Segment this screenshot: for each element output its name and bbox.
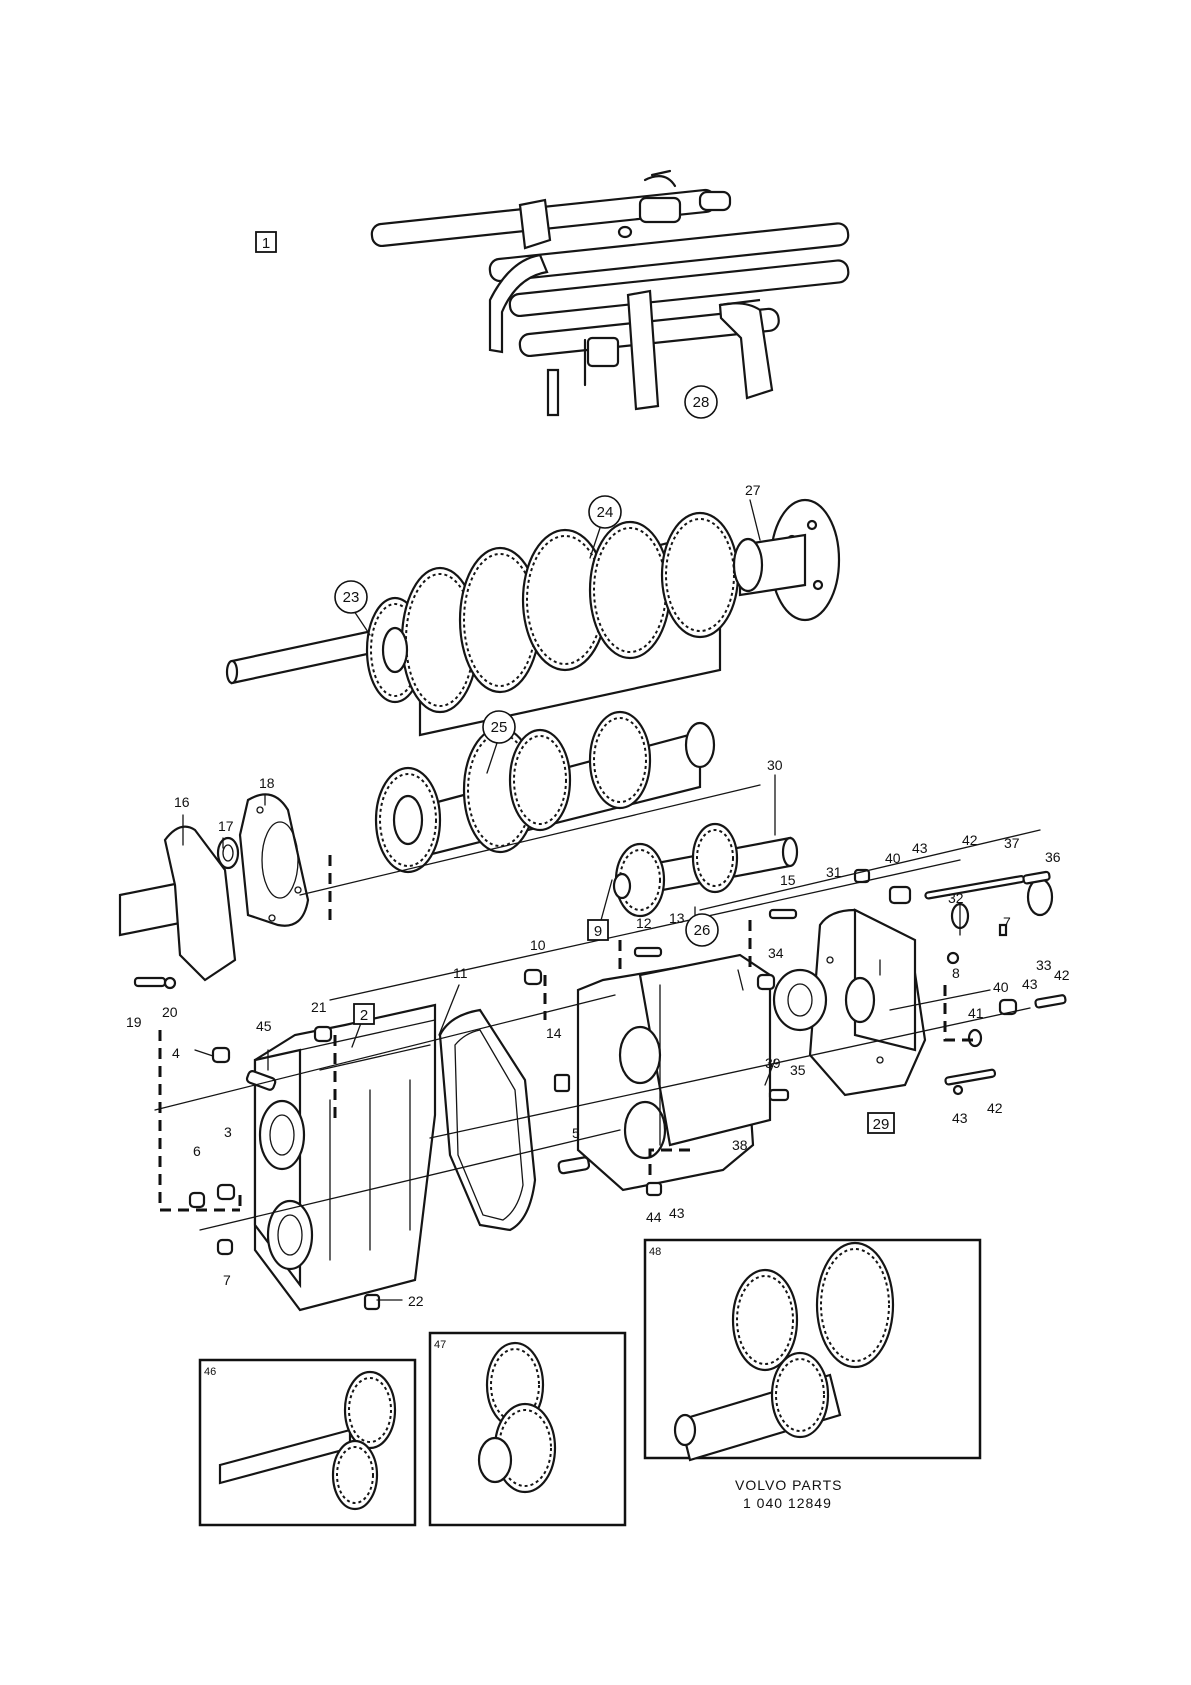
inset-46 bbox=[198, 1358, 417, 1527]
callout-circle-23: 23 bbox=[334, 580, 368, 614]
gearbox-housing-front bbox=[253, 1003, 437, 1312]
part-label: 17 bbox=[218, 818, 234, 834]
footer-code: 1 040 12849 bbox=[743, 1495, 832, 1511]
callout-circle-26: 26 bbox=[685, 913, 719, 947]
svg-text:25: 25 bbox=[491, 719, 508, 736]
part-label: 21 bbox=[311, 999, 327, 1015]
part-number-labels: 3 4 5 6 7 7 8 10 11 12 13 14 15 16 17 18… bbox=[126, 482, 1070, 1309]
part-label: 42 bbox=[962, 832, 978, 848]
front-cover-assembly bbox=[118, 793, 310, 982]
part-label: 40 bbox=[885, 850, 901, 866]
svg-text:28: 28 bbox=[693, 394, 710, 411]
part-label: 43 bbox=[912, 840, 928, 856]
part-label: 33 bbox=[1036, 957, 1052, 973]
part-label: 12 bbox=[636, 915, 652, 931]
callout-box-1: 1 bbox=[255, 231, 277, 253]
part-label: 11 bbox=[453, 965, 468, 981]
part-label: 39 bbox=[765, 1055, 781, 1071]
part-label: 38 bbox=[732, 1137, 748, 1153]
small-parts bbox=[133, 868, 1067, 1311]
part-label: 3 bbox=[224, 1124, 232, 1140]
part-label: 8 bbox=[952, 965, 960, 981]
svg-text:9: 9 bbox=[594, 923, 602, 940]
svg-text:26: 26 bbox=[694, 922, 711, 939]
part-label: 20 bbox=[162, 1004, 178, 1020]
part-label: 30 bbox=[767, 757, 783, 773]
part-label: 5 bbox=[572, 1125, 580, 1141]
part-label: 43 bbox=[669, 1205, 685, 1221]
inset-47 bbox=[428, 1331, 627, 1527]
part-label: 41 bbox=[968, 1005, 984, 1021]
part-label: 34 bbox=[768, 945, 784, 961]
callout-circle-28: 28 bbox=[684, 385, 718, 419]
part-label: 16 bbox=[174, 794, 190, 810]
gearbox-housing-rear bbox=[772, 908, 927, 1097]
dashed-reference-lines bbox=[158, 855, 975, 1212]
part-label: 10 bbox=[530, 937, 546, 953]
svg-text:24: 24 bbox=[597, 504, 614, 521]
footer-brand: VOLVO PARTS bbox=[735, 1477, 842, 1493]
callout-circle-25: 25 bbox=[482, 710, 516, 744]
part-label: 42 bbox=[987, 1100, 1003, 1116]
callout-box-2: 2 bbox=[353, 1003, 375, 1025]
main-shaft-assembly bbox=[225, 498, 841, 737]
inset-label-48: 48 bbox=[649, 1246, 661, 1258]
countershaft-assembly bbox=[374, 710, 716, 874]
part-label: 6 bbox=[193, 1143, 201, 1159]
part-label: 35 bbox=[790, 1062, 806, 1078]
part-label: 36 bbox=[1045, 849, 1061, 865]
svg-text:23: 23 bbox=[343, 589, 360, 606]
part-label: 15 bbox=[780, 872, 796, 888]
callout-circle-24: 24 bbox=[588, 495, 622, 529]
inset-label-47: 47 bbox=[434, 1339, 446, 1351]
part-label: 45 bbox=[256, 1018, 272, 1034]
part-label: 22 bbox=[408, 1293, 424, 1309]
shift-rail-assembly bbox=[370, 169, 850, 417]
part-label: 27 bbox=[745, 482, 761, 498]
svg-text:29: 29 bbox=[873, 1116, 890, 1133]
svg-text:1: 1 bbox=[262, 235, 270, 252]
part-label: 14 bbox=[546, 1025, 562, 1041]
part-label: 42 bbox=[1054, 967, 1070, 983]
callout-box-9: 9 bbox=[587, 919, 609, 941]
part-label: 40 bbox=[993, 979, 1009, 995]
part-label: 44 bbox=[646, 1209, 662, 1225]
callout-box-29: 29 bbox=[867, 1112, 895, 1134]
housing-gasket bbox=[438, 1008, 537, 1232]
intermediate-plate bbox=[576, 953, 772, 1192]
part-label: 32 bbox=[948, 890, 964, 906]
part-label: 43 bbox=[952, 1110, 968, 1126]
part-label: 19 bbox=[126, 1014, 142, 1030]
inset-label-46: 46 bbox=[204, 1366, 216, 1378]
part-label: 7 bbox=[1003, 914, 1011, 930]
part-label: 13 bbox=[669, 910, 685, 926]
part-label: 4 bbox=[172, 1045, 180, 1061]
assembly-lines bbox=[154, 784, 1041, 1231]
part-label: 31 bbox=[826, 864, 842, 880]
part-label: 37 bbox=[1004, 835, 1020, 851]
reverse-gear-assembly bbox=[612, 822, 799, 918]
part-label: 43 bbox=[1022, 976, 1038, 992]
inset-48 bbox=[643, 1238, 982, 1462]
svg-text:2: 2 bbox=[360, 1007, 368, 1024]
part-label: 18 bbox=[259, 775, 275, 791]
part-label: 7 bbox=[223, 1272, 231, 1288]
